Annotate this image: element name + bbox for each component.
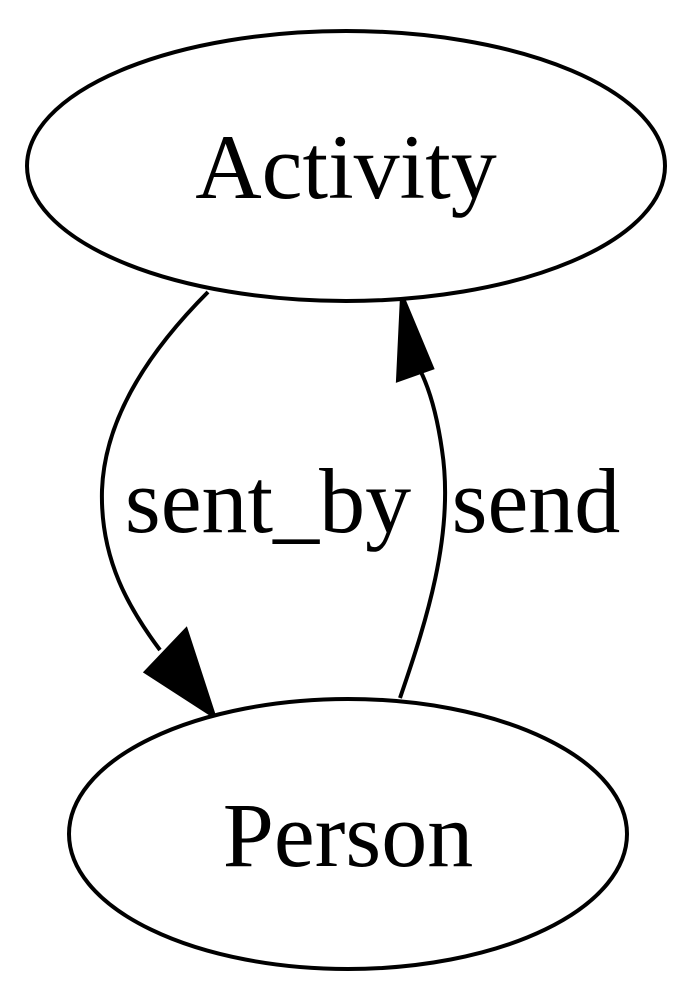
edge-sent-by-label: sent_by	[125, 450, 411, 552]
edge-send-line	[398, 369, 448, 699]
node-activity-label: Activity	[195, 116, 497, 218]
edge-sent-by-line	[99, 290, 210, 652]
node-activity: Activity	[25, 29, 667, 303]
node-person-label: Person	[223, 784, 473, 886]
node-person-shape	[67, 697, 629, 971]
edge-sent-by-arrowhead	[142, 626, 218, 721]
edge-send-arrowhead	[395, 295, 435, 383]
node-activity-shape	[25, 29, 667, 303]
edge-sent-by: sent_by	[99, 290, 411, 721]
edge-send-label: send	[452, 450, 621, 552]
edge-send: send	[395, 295, 621, 699]
node-person: Person	[67, 697, 629, 971]
